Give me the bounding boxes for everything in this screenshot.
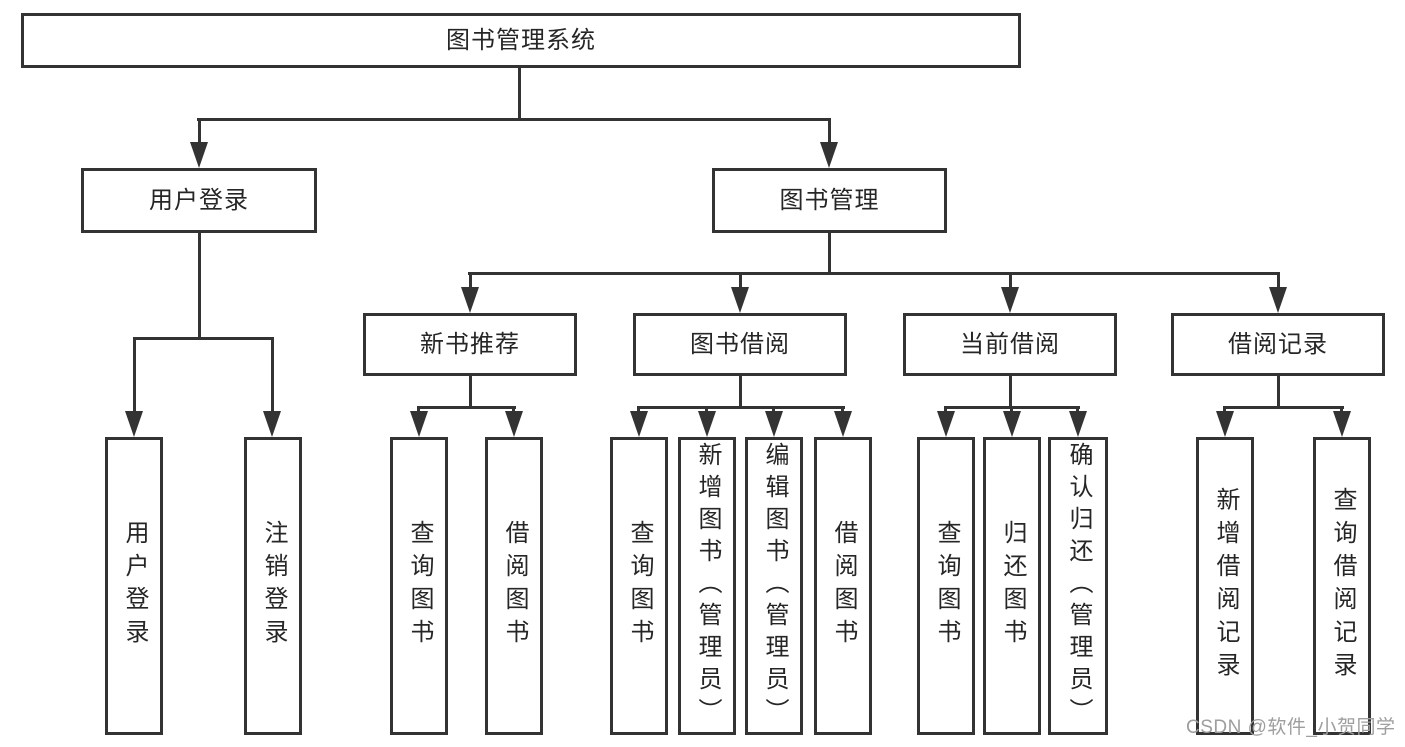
node-root-library-system: 图书管理系统 [21, 13, 1021, 68]
leaf-query-books-recommend: 查询图书 [390, 437, 448, 735]
node-borrowing-records: 借阅记录 [1171, 313, 1385, 376]
connector-line [198, 233, 201, 337]
leaf-return-books: 归还图书 [983, 437, 1041, 735]
node-book-management: 图书管理 [712, 168, 947, 233]
connector-line [637, 406, 845, 409]
connector-line [133, 337, 136, 415]
leaf-confirm-return-admin: 确认归还（管理员） [1048, 437, 1108, 735]
arrow-down-icon [1269, 287, 1287, 313]
arrow-down-icon [410, 411, 428, 437]
node-user-login: 用户登录 [81, 168, 317, 233]
arrow-down-icon [765, 411, 783, 437]
connector-line [468, 272, 1280, 275]
connector-line [271, 337, 274, 415]
node-label: 查询图书 [406, 520, 433, 652]
arrow-down-icon [834, 411, 852, 437]
connector-line [1277, 376, 1280, 407]
arrow-down-icon [190, 142, 208, 168]
csdn-watermark: CSDN @软件_小贺同学 [1186, 717, 1396, 738]
arrow-down-icon [1003, 411, 1021, 437]
node-new-book-recommend: 新书推荐 [363, 313, 577, 376]
leaf-query-books-borrowing: 查询图书 [610, 437, 668, 735]
leaf-logout: 注销登录 [244, 437, 302, 735]
arrow-down-icon [1001, 287, 1019, 313]
connector-line [739, 272, 742, 290]
node-label: 借阅图书 [830, 520, 857, 652]
arrow-down-icon [937, 411, 955, 437]
node-label: 当前借阅 [960, 330, 1060, 358]
arrow-down-icon [1069, 411, 1087, 437]
arrow-down-icon [125, 411, 143, 437]
connector-line [133, 337, 274, 340]
arrow-down-icon [461, 287, 479, 313]
arrow-down-icon [263, 411, 281, 437]
connector-line [1009, 376, 1012, 407]
node-current-borrowing: 当前借阅 [903, 313, 1117, 376]
leaf-query-borrow-record: 查询借阅记录 [1313, 437, 1371, 735]
node-label: 用户登录 [121, 520, 148, 652]
leaf-borrow-books-recommend: 借阅图书 [485, 437, 543, 735]
node-label: 图书借阅 [690, 330, 790, 358]
connector-line [739, 376, 742, 407]
node-label: 新增图书（管理员） [694, 442, 721, 730]
arrow-down-icon [698, 411, 716, 437]
node-label: 查询图书 [626, 520, 653, 652]
node-label: 编辑图书（管理员） [761, 442, 788, 730]
arrow-down-icon [630, 411, 648, 437]
connector-line [1277, 272, 1280, 290]
connector-line [417, 406, 516, 409]
arrow-down-icon [505, 411, 523, 437]
leaf-add-books-admin: 新增图书（管理员） [678, 437, 736, 735]
node-label: 查询图书 [933, 520, 960, 652]
connector-line [1223, 406, 1344, 409]
connector-line [469, 376, 472, 407]
connector-line [198, 118, 201, 146]
leaf-query-books-current: 查询图书 [917, 437, 975, 735]
node-label: 归还图书 [999, 520, 1026, 652]
leaf-user-login: 用户登录 [105, 437, 163, 735]
node-label: 借阅记录 [1228, 330, 1328, 358]
leaf-add-borrow-record: 新增借阅记录 [1196, 437, 1254, 735]
node-label: 查询借阅记录 [1329, 487, 1356, 685]
connector-line [197, 118, 831, 121]
node-label: 图书管理 [779, 186, 880, 214]
node-label: 注销登录 [260, 520, 287, 652]
connector-line [828, 118, 831, 146]
arrow-down-icon [731, 287, 749, 313]
connector-line [469, 272, 472, 290]
leaf-edit-books-admin: 编辑图书（管理员） [745, 437, 803, 735]
node-label: 图书管理系统 [446, 26, 596, 54]
connector-line [1009, 272, 1012, 290]
arrow-down-icon [1216, 411, 1234, 437]
node-book-borrowing: 图书借阅 [633, 313, 847, 376]
node-label: 确认归还（管理员） [1065, 442, 1092, 730]
node-label: 新书推荐 [420, 330, 520, 358]
connector-line [828, 233, 831, 275]
connector-line [518, 68, 521, 118]
arrow-down-icon [1333, 411, 1351, 437]
leaf-borrow-books: 借阅图书 [814, 437, 872, 735]
node-label: 借阅图书 [501, 520, 528, 652]
node-label: 新增借阅记录 [1212, 487, 1239, 685]
arrow-down-icon [820, 142, 838, 168]
node-label: 用户登录 [149, 186, 249, 214]
